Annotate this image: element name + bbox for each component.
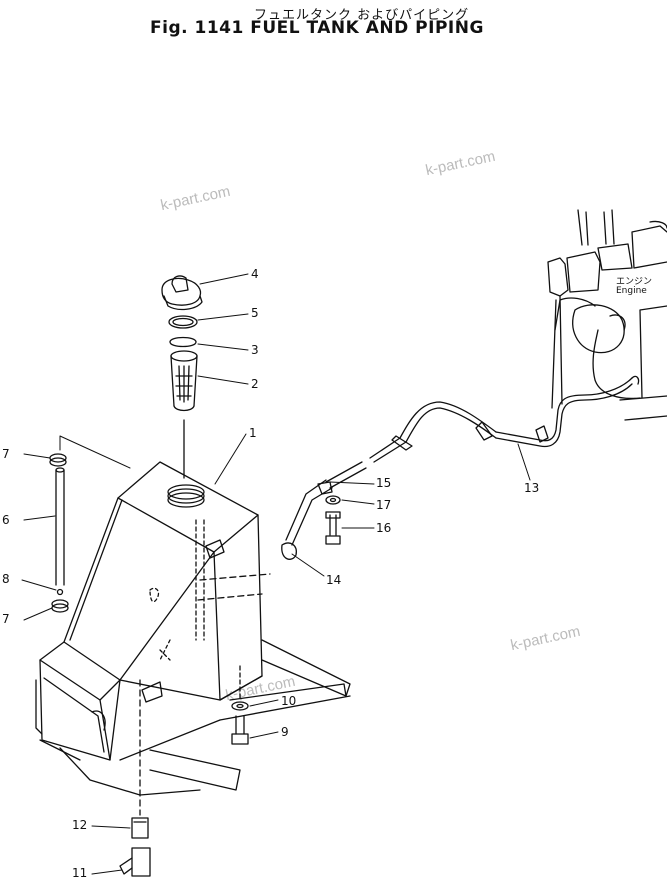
callout-6: 6	[2, 513, 10, 527]
figure-title: Fig. 1141 FUEL TANK AND PIPING	[150, 18, 484, 38]
washer-10	[231, 701, 249, 711]
callout-8: 8	[2, 572, 10, 586]
callout-1: 1	[249, 426, 257, 440]
fuel-pipe-13	[281, 375, 640, 560]
leader-lines	[21, 273, 531, 875]
strainer-2	[170, 350, 198, 412]
callout-16: 16	[376, 521, 392, 535]
o-ring-5	[168, 315, 198, 329]
callout-13: 13	[524, 481, 540, 495]
callout-14: 14	[326, 573, 342, 587]
engine-label-jp: エンジン	[616, 277, 653, 287]
bolt-9	[231, 715, 249, 745]
callout-17: 17	[376, 498, 392, 512]
cap-7-top	[49, 453, 67, 467]
callout-10: 10	[281, 694, 297, 708]
callout-9: 9	[281, 725, 289, 739]
callout-5: 5	[251, 306, 259, 320]
callout-11: 11	[72, 866, 88, 880]
callout-4: 4	[251, 267, 259, 281]
ring-3	[169, 336, 197, 348]
mount-frame	[39, 639, 351, 796]
engine-label: Engine	[616, 286, 647, 296]
ball-8	[56, 588, 64, 596]
japanese-title: フュエルタンク およびパイピング	[254, 8, 470, 23]
bolt-16	[325, 511, 341, 545]
callout-15: 15	[376, 476, 392, 490]
elbow-11	[119, 847, 151, 877]
fuel-cap-4	[161, 275, 203, 311]
callout-2: 2	[251, 377, 259, 391]
callout-3: 3	[251, 343, 259, 357]
fuel-tank-1	[35, 461, 271, 761]
engine-drawing	[547, 209, 667, 421]
drain-plug-12	[131, 817, 149, 839]
callout-12: 12	[72, 818, 88, 832]
cap-7-bottom	[51, 599, 69, 613]
callout-7: 7	[2, 612, 10, 626]
gauge-tube-6	[55, 467, 65, 586]
washer-17	[325, 495, 341, 505]
callout-7: 7	[2, 447, 10, 461]
